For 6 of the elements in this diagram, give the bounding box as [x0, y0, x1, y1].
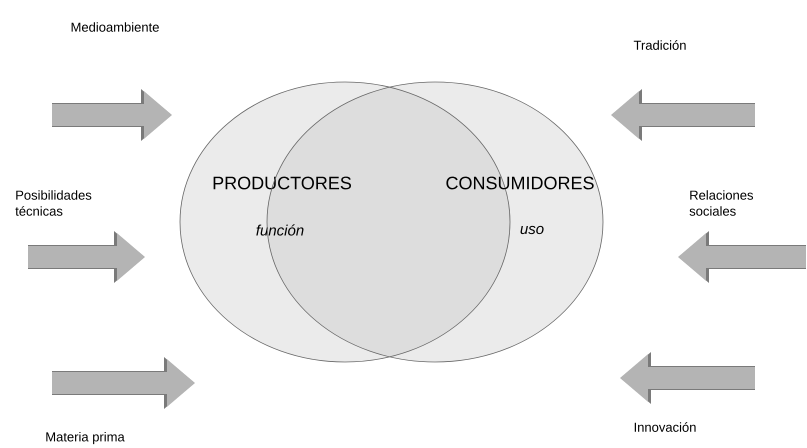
- factor-label: Medioambiente: [72, 22, 159, 32]
- factor-label: Tradición: [634, 40, 686, 50]
- factor-label: Posibilidades técnicas: [15, 190, 92, 216]
- factor-label: Materia prima: [46, 432, 125, 444]
- factor-label: Relaciones sociales: [690, 190, 754, 216]
- factor-label: Innovación: [634, 422, 696, 432]
